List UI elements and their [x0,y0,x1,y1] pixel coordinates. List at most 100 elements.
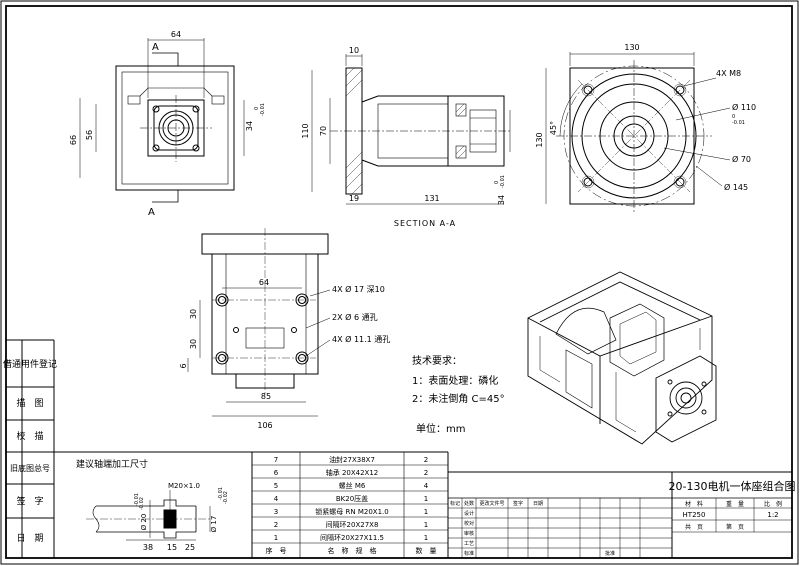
shaft-dia-20-tol-top: -0.01 [134,493,140,506]
bom-row-name: 螺丝 M6 [339,481,366,490]
bom-row-no: 5 [274,482,278,490]
bom-row-name: 轴承 20X42X12 [326,468,379,477]
bom-row-name: 间隔环20X27X11.5 [320,533,384,542]
col-scale: 比 例 [764,500,782,508]
shaft-dia-17-tol-top: -0.01 [218,487,224,500]
col-count: 共 页 [685,523,703,531]
row-labels: 设计 校对 审核 工艺 标准 批准 [464,510,615,557]
tech-title: 技术要求： [412,354,462,367]
bom-row-qty: 1 [424,521,428,529]
bom-row-no: 2 [274,521,278,529]
bom-row-no: 4 [274,495,279,503]
shaft-title: 建议轴端加工尺寸 [76,458,148,470]
bom-row-name: 油封27X38X7 [329,455,375,464]
bottom-note-2: 2X Ø 6 通孔 [332,312,378,322]
row-label: 校对 [464,520,474,527]
row-label: 审核 [464,530,474,537]
scale-value: 1:2 [767,511,778,519]
bom-row-qty: 2 [424,456,428,464]
view-a [79,38,245,203]
rev-header: 处数 [464,500,474,507]
rev-headers: 标记 处数 更改文件号 签字 日期 [450,500,543,507]
bom-row-qty: 1 [424,534,428,542]
title-block [448,471,792,558]
col-sheet: 第 页 [726,523,744,531]
end-dia-145: Ø 145 [724,182,748,192]
shaft-dia-20: Ø 20 [140,514,148,531]
bottom-dim-106: 106 [257,421,272,430]
shaft-dia-17: Ø 17 [210,516,218,533]
title-meta: 材 料 重 量 比 例 HT250 1:2 共 页 第 页 [683,500,782,531]
shaft-detail [54,451,253,558]
bom-row-name: 锁紧螺母 RN M20X1.0 [315,507,388,516]
bom-header-no: 序 号 [266,546,287,555]
section-dim-34: 34 [497,195,506,205]
bom-row-qty: 2 [424,469,428,477]
row-label: 批准 [605,550,615,557]
end-holes: 4X M8 [716,69,741,78]
left-strip: 借通用件登记 描 图 校 描 旧底图总号 签 字 日 期 [3,339,57,558]
bottom-dim-64: 64 [259,278,269,287]
bom-row-qty: 1 [424,508,428,516]
shaft-dia-20-tol-bottom: -0.02 [139,497,145,510]
shaft-dia-17-tol-bottom: -0.02 [223,491,229,504]
isometric-view [527,271,717,445]
end-view [545,52,731,212]
strip-label-1: 描 图 [16,397,43,409]
section-tol-bottom: -0.01 [500,175,506,188]
bottom-note-3: 4X Ø 11.1 通孔 [332,334,390,344]
tech-line-1: 1：表面处理：磷化 [412,374,498,387]
bom-row-no: 7 [274,456,278,464]
col-weight: 重 量 [726,500,744,508]
bottom-view [187,228,331,417]
row-label: 工艺 [464,541,474,547]
end-dia-70: Ø 70 [732,154,751,164]
rev-header: 更改文件号 [479,500,504,507]
rev-header: 签字 [513,500,523,507]
end-dia-110: Ø 110 [732,102,756,112]
shaft-dim-38: 38 [143,543,153,552]
section-view [311,54,511,205]
bom-rows: 7 油封27X38X7 2 6 轴承 20X42X12 2 5 螺丝 M6 4 … [266,455,437,555]
end-dia-110-tol-top: 0 [732,114,735,120]
view-a-mark-bottom: A [148,207,155,218]
view-a-tol-bottom: -0.01 [260,103,266,116]
tech-line-2: 2：未注倒角 C=45° [412,392,505,405]
bom-table [252,451,449,558]
section-dim-110: 110 [301,123,310,138]
view-a-dim-width: 64 [171,30,181,39]
col-material: 材 料 [685,500,703,508]
view-a-dim-34: 34 [245,121,254,131]
section-caption: SECTION A-A [394,219,456,228]
shaft-dim-15: 15 [167,543,177,552]
bottom-dim-30b: 30 [189,339,198,349]
shaft-thread: M20×1.0 [168,482,200,490]
bom-header-name: 名 称 规 格 [328,546,377,555]
bom-row-no: 3 [274,508,278,516]
row-label: 设计 [464,510,474,517]
rev-header: 标记 [450,500,460,507]
drawing-title: 20-130电机一体座组合图 [669,479,796,493]
strip-label-5: 日 期 [16,533,43,544]
bom-row-no: 6 [274,469,279,477]
bom-header-qty: 数 量 [416,546,437,555]
section-dim-70: 70 [319,126,328,136]
bottom-dim-30a: 30 [189,309,198,319]
strip-label-0: 借通用件登记 [3,358,57,370]
strip-label-2: 校 描 [16,430,43,442]
end-dia-110-tol-bottom: -0.01 [732,120,745,126]
end-dim-height: 130 [535,132,544,147]
view-a-dim-56: 56 [85,130,94,140]
strip-label-3: 旧底图总号 [10,463,50,473]
tech-unit: 单位：mm [416,422,465,435]
bom-row-qty: 4 [424,482,429,490]
section-tol-top: 0 [494,181,500,184]
view-a-mark-top: A [152,42,159,53]
view-a-dim-66: 66 [69,135,78,145]
shaft-dim-25: 25 [185,543,195,552]
end-angle: 45° [549,121,558,135]
section-dim-19: 19 [349,194,359,203]
material-value: HT250 [683,511,706,519]
bom-row-name: BK20压盖 [336,494,368,503]
